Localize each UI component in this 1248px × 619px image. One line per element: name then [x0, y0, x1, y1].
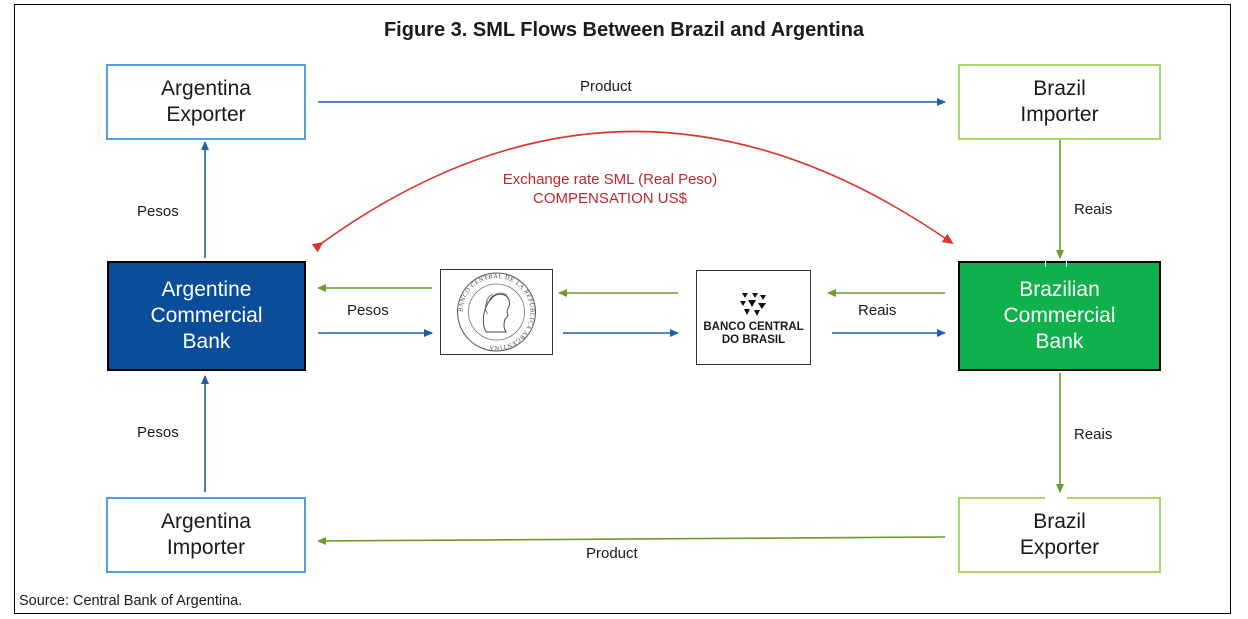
connector-mark-top — [1045, 259, 1067, 267]
arrow-product-bottom — [317, 536, 946, 545]
bcra-seal-icon: BANCO CENTRAL DE LA REPUBLICA ARGENTINA — [457, 272, 536, 352]
label-product-top: Product — [580, 78, 632, 95]
figure-frame — [14, 4, 1231, 614]
argentina-exporter-box: Argentina Exporter — [106, 64, 306, 140]
brazil-importer-box: Brazil Importer — [958, 64, 1161, 140]
label-pesos-upper: Pesos — [137, 203, 179, 220]
source-note: Source: Central Bank of Argentina. — [19, 593, 243, 609]
argentine-commercial-bank-box: Argentine Commercial Bank — [107, 261, 306, 371]
label-pesos-lower: Pesos — [137, 424, 179, 441]
argentina-importer-box: Argentina Importer — [106, 497, 306, 573]
bcb-name-line1: BANCO CENTRAL — [703, 320, 804, 333]
bcb-emblem-icon — [739, 292, 766, 316]
figure-title: Figure 3. SML Flows Between Brazil and A… — [383, 19, 865, 41]
arrow-exchange-rate — [311, 130, 954, 253]
brazil-exporter-box: Brazil Exporter — [958, 497, 1161, 573]
label-product-bottom: Product — [586, 545, 638, 562]
connector-mark-bottom — [1045, 494, 1067, 500]
bcb-logo: BANCO CENTRAL DO BRASIL — [696, 270, 811, 365]
label-exchange-rate: Exchange rate SML (Real Peso) COMPENSATI… — [470, 170, 750, 208]
label-exchange-line2: COMPENSATION US$ — [533, 190, 687, 207]
label-reais-lower: Reais — [1074, 426, 1113, 443]
brazilian-commercial-bank-box: Brazilian Commercial Bank — [958, 261, 1161, 371]
label-pesos-middle: Pesos — [347, 302, 389, 319]
label-exchange-line1: Exchange rate SML (Real Peso) — [502, 171, 718, 188]
bcra-logo: BANCO CENTRAL DE LA REPUBLICA ARGENTINA — [440, 269, 553, 355]
label-reais-upper: Reais — [1074, 201, 1113, 218]
label-reais-middle: Reais — [858, 302, 897, 319]
bcb-name-line2: DO BRASIL — [721, 333, 786, 346]
